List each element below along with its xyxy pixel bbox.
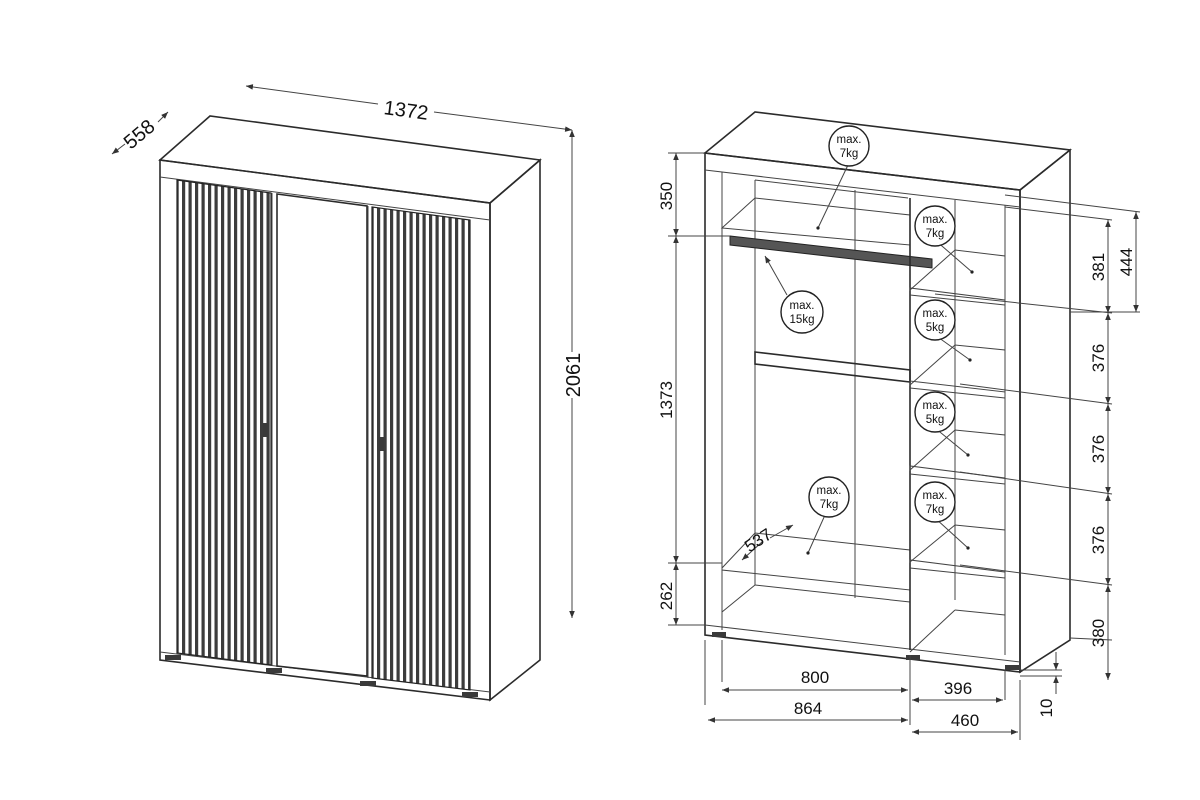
foot (1005, 665, 1019, 670)
load-circle-rail: max. 15kg (780, 290, 824, 334)
load-label: 7kg (926, 504, 945, 516)
hanging-rail (729, 235, 933, 269)
bottom-dim-label: 396 (944, 679, 972, 698)
middle-rail (754, 351, 911, 383)
interior-top-face (703, 111, 1072, 191)
load-circle-shelf-1: max. 7kg (914, 205, 956, 247)
right-dim-label: 381 (1089, 253, 1108, 281)
load-label: max. (923, 400, 948, 412)
load-label: max. (923, 308, 948, 320)
front-width-label: 1372 (383, 97, 430, 125)
load-label: max. (790, 300, 815, 312)
bottom-dim-label: 864 (794, 699, 822, 718)
left-dim-label: 1373 (657, 381, 676, 419)
load-label: max. (817, 485, 842, 497)
load-circle-shelf-4: max. 7kg (914, 481, 956, 523)
load-label: max. (837, 134, 862, 146)
left-door-ribbed-panel (176, 179, 272, 666)
right-dim-label: 376 (1089, 435, 1108, 463)
right-dim-label: 376 (1089, 344, 1108, 372)
left-handle (263, 423, 268, 437)
left-dim-label: 350 (657, 182, 676, 210)
load-circle-shelf-3: max. 5kg (914, 391, 956, 433)
load-circle-top: max. 7kg (828, 125, 870, 167)
foot (906, 655, 920, 660)
front-view: 1372 558 2061 (111, 84, 585, 702)
foot (165, 655, 181, 660)
right-dim-label: 380 (1089, 619, 1108, 647)
load-label: max. (923, 490, 948, 502)
left-dim-label: 262 (657, 582, 676, 610)
foot (360, 681, 376, 686)
load-label: max. (923, 214, 948, 226)
bottom-dim-label: 460 (951, 711, 979, 730)
front-height-label: 2061 (563, 353, 585, 398)
load-label: 7kg (820, 499, 839, 511)
front-depth-label: 558 (120, 116, 160, 154)
right-dim-label: 376 (1089, 526, 1108, 554)
middle-mirror-door (276, 193, 368, 677)
foot (462, 692, 478, 697)
interior-side-face (1019, 148, 1071, 674)
depth-label: 537 (741, 525, 775, 556)
interior-view: max. 7kg max. 7kg max. 15kg max. 5kg max… (657, 111, 1141, 740)
foot-dim-label: 10 (1037, 699, 1056, 718)
load-label: 5kg (926, 414, 945, 426)
load-label: 15kg (790, 314, 815, 326)
right-handle (379, 437, 384, 451)
foot (712, 632, 726, 637)
right-door-ribbed-panel (371, 206, 471, 691)
load-label: 7kg (926, 228, 945, 240)
cabinet-side-face (489, 158, 541, 702)
load-circle-bottom-shelf: max. 7kg (808, 476, 850, 518)
load-label: 7kg (840, 148, 859, 160)
cabinet-front (159, 159, 491, 701)
foot (266, 668, 282, 673)
bottom-dim-label: 800 (801, 668, 829, 687)
outer-right-dim-label: 444 (1117, 248, 1136, 276)
load-circle-shelf-2: max. 5kg (914, 299, 956, 341)
interior-front-frame (704, 152, 1021, 673)
load-label: 5kg (926, 322, 945, 334)
